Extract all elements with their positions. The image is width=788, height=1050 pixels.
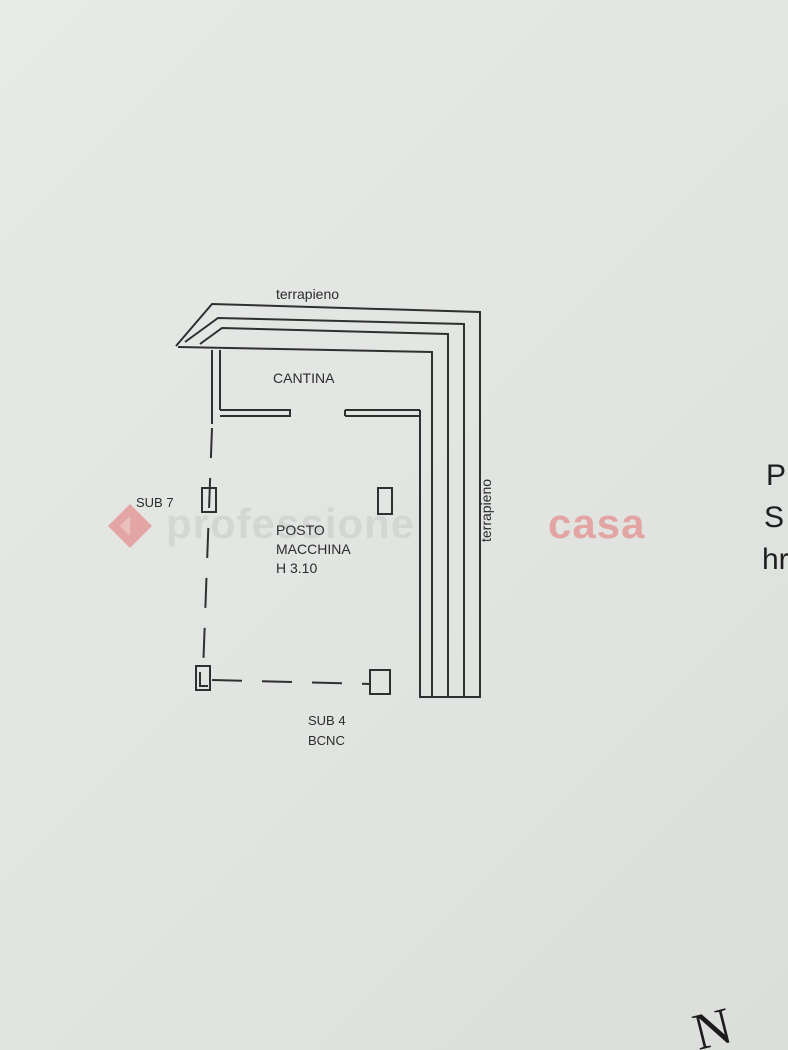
room-wall-inner: [177, 346, 433, 410]
watermark: professione casa: [100, 498, 700, 558]
label-height: H 3.10: [276, 560, 318, 576]
room-wall-right: [419, 410, 433, 698]
cellar-left-wall: [211, 350, 221, 424]
partition-left: [220, 409, 291, 417]
dashed-bottom-boundary: [211, 679, 371, 685]
edge-text-p: P: [766, 459, 787, 492]
dashed-left-boundary: [202, 427, 213, 673]
label-posto: POSTO: [276, 522, 325, 538]
label-terrapieno-side: terrapieno: [478, 478, 494, 542]
pillar-left: [201, 487, 217, 513]
pillar-bottom-right: [369, 669, 391, 695]
label-sub-7: SUB 7: [136, 495, 174, 510]
pillar-bottom-left: [195, 665, 211, 691]
pillar-bottom-left-mark: [199, 672, 208, 687]
label-terrapieno-top: terrapieno: [276, 286, 340, 302]
watermark-text-casa: casa: [548, 500, 646, 547]
inner-wall-edge-2: [199, 326, 449, 697]
label-posto-macchina: POSTO MACCHINA H 3.10: [276, 522, 351, 577]
partition-right: [344, 409, 420, 417]
watermark-logo-icon: [108, 504, 152, 548]
label-macchina: MACCHINA: [276, 541, 351, 557]
label-sub-4: SUB 4: [308, 713, 346, 728]
pillar-center: [377, 487, 393, 515]
edge-text-s: S: [764, 501, 785, 534]
label-cantina: CANTINA: [273, 370, 335, 386]
outer-wall-edge: [175, 302, 481, 698]
edge-text-hr: hr: [762, 543, 788, 576]
label-bcnc: BCNC: [308, 733, 345, 748]
inner-wall-edge-1: [184, 316, 465, 697]
